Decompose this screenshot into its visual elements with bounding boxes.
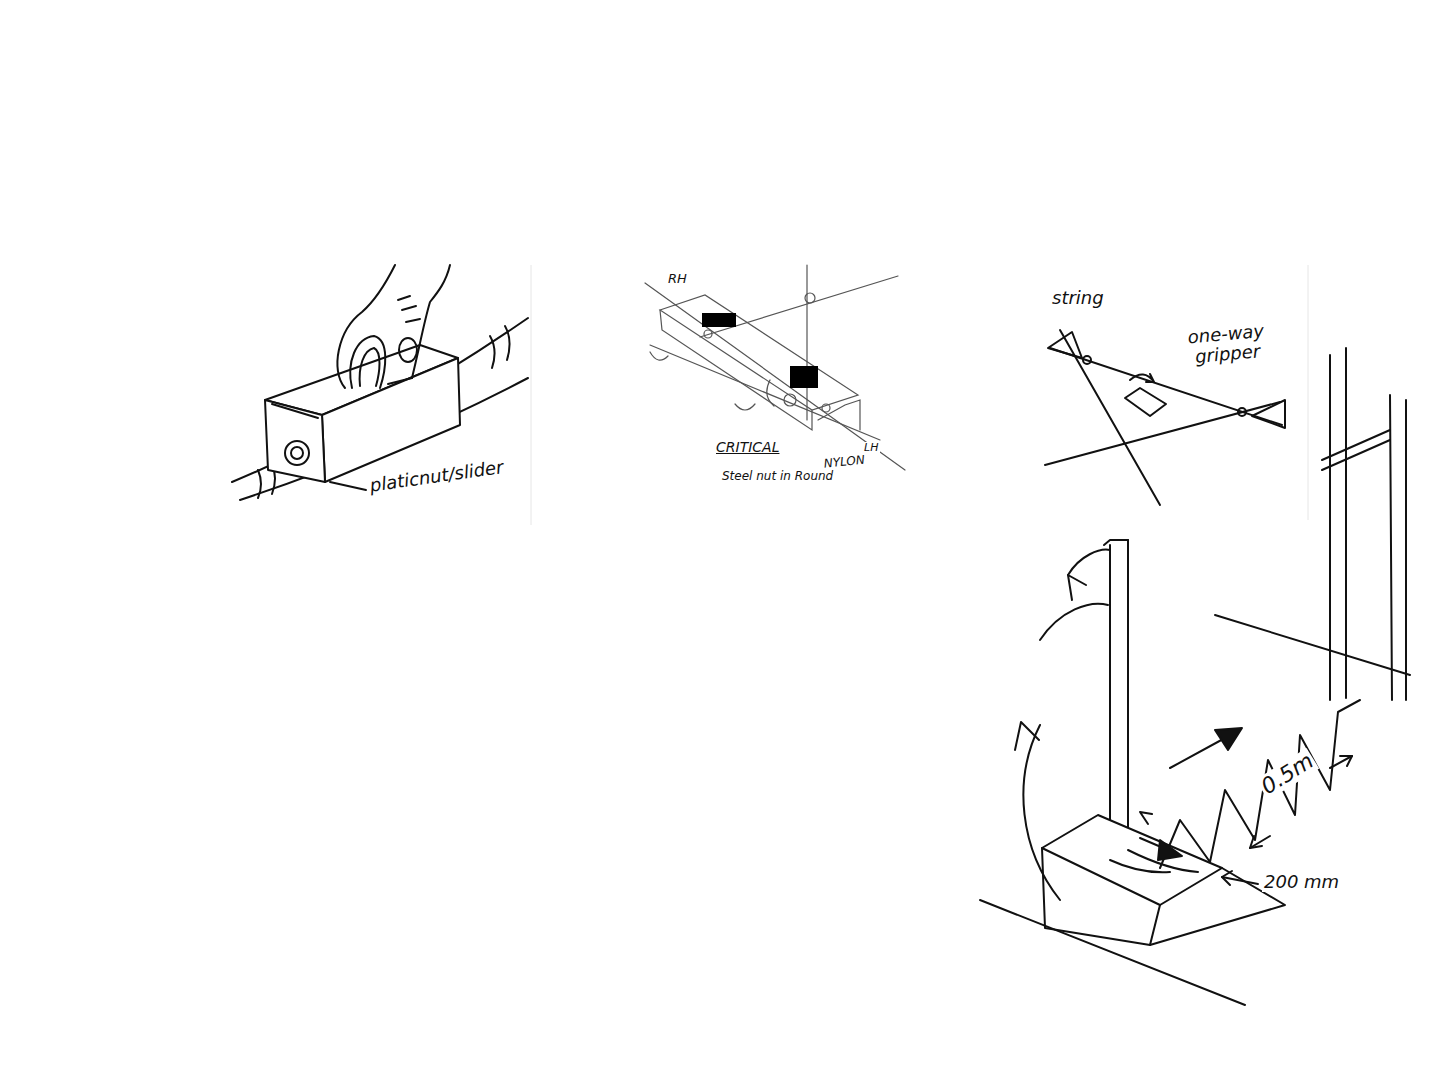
mechanism-sketch-stroke [818, 400, 860, 430]
slider-sketch-stroke [412, 265, 450, 378]
spring-post-sketch-stroke [1250, 836, 1262, 848]
dimension-label: 0.5m [1256, 748, 1320, 801]
spring-post-sketch-stroke [1345, 348, 1347, 698]
spring-post-sketch-stroke [1405, 400, 1407, 700]
spring-post-sketch-stroke [1329, 355, 1331, 700]
slider-sketch-stroke [272, 404, 318, 418]
slider-sketch-stroke [265, 400, 325, 482]
spring-post-sketch-stroke [1160, 700, 1360, 868]
spring-post-sketch-stroke [980, 900, 1245, 1005]
slider-sketch-stroke [360, 348, 380, 386]
side-label: RH [666, 272, 689, 286]
part-label: one-way gripper [1158, 318, 1295, 369]
gripper-sketch-stroke [1083, 356, 1091, 364]
panel-edge [531, 265, 1308, 525]
spring-post-sketch-stroke [1127, 540, 1129, 872]
gripper-sketch-stroke [1125, 388, 1166, 416]
panel-edge-stroke [1308, 265, 1309, 520]
slider-sketch-stroke [258, 326, 510, 498]
spring-post-sketch-stroke [1250, 836, 1270, 848]
note-label: CRITICAL [714, 440, 781, 455]
mechanism-sketch-stroke [805, 293, 815, 303]
spring-post-sketch-stroke [1023, 725, 1060, 900]
spring-post-sketch-stroke [1015, 722, 1039, 750]
mechanism-sketch [645, 265, 905, 470]
part-label: platicnut/slider [367, 457, 507, 496]
slider-sketch-stroke [285, 441, 309, 465]
mechanism-sketch-stroke [650, 352, 668, 360]
mechanism-sketch-stroke [700, 276, 898, 337]
slider-sketch-stroke [398, 296, 420, 322]
spring-post-sketch-stroke [1222, 871, 1232, 885]
spring-post-sketch-stroke [1104, 540, 1128, 545]
side-label: LH [862, 442, 880, 454]
spring-post-sketch-stroke [1042, 815, 1222, 905]
spring-post-sketch-stroke [1215, 615, 1410, 675]
spring-post-sketch-stroke [1068, 575, 1086, 600]
gripper-sketch-stroke [1252, 400, 1285, 428]
spring-post-sketch-stroke [1158, 840, 1182, 860]
mechanism-sketch-stroke [702, 313, 736, 327]
spring-post-sketch-stroke [1340, 756, 1352, 766]
mechanism-sketch-stroke [806, 265, 807, 420]
mechanism-sketch-stroke [660, 310, 812, 430]
material-label: NYLON [821, 453, 867, 471]
spring-post-sketch-stroke [1330, 756, 1352, 768]
gripper-sketch-stroke [1045, 402, 1280, 465]
spring-post-sketch-stroke [1110, 850, 1198, 872]
part-label: string [1050, 288, 1106, 308]
mechanism-sketch-stroke [645, 283, 905, 470]
mechanism-sketch-stroke [790, 366, 818, 388]
spring-post-sketch-stroke [1215, 728, 1242, 750]
dimension-label: 200 mm [1262, 872, 1341, 892]
gripper-sketch-stroke [1130, 374, 1154, 382]
spring-post-sketch [980, 348, 1410, 1005]
slider-sketch-stroke [322, 358, 460, 482]
slider-sketch [232, 265, 528, 500]
spring-post-sketch-stroke [1040, 604, 1108, 640]
spring-post-sketch-stroke [1322, 430, 1390, 470]
mechanism-sketch-stroke [704, 330, 712, 338]
slider-sketch-stroke [399, 338, 417, 362]
spring-post-sketch-stroke [1140, 812, 1152, 824]
spring-post-sketch-stroke [1170, 738, 1225, 768]
gripper-sketch-stroke [1238, 408, 1246, 416]
slider-sketch-stroke [337, 265, 395, 388]
mechanism-sketch-stroke [660, 295, 858, 410]
slider-sketch-stroke [350, 336, 385, 388]
spring-post-sketch-stroke [1042, 848, 1160, 945]
mechanism-sketch-stroke [735, 404, 755, 410]
slider-sketch-stroke [330, 482, 366, 490]
panel-edge-stroke [531, 265, 532, 525]
mechanism-sketch-stroke [822, 404, 830, 412]
mechanism-sketch-stroke [767, 380, 774, 406]
slider-sketch-stroke [388, 378, 412, 384]
slider-sketch-stroke [291, 447, 303, 459]
mechanism-sketch-stroke [784, 394, 796, 406]
gripper-sketch-stroke [1048, 332, 1082, 358]
mechanism-sketch-stroke [650, 345, 880, 440]
note-label: Steel nut in Round [720, 470, 835, 483]
spring-post-sketch-stroke [1068, 550, 1110, 575]
